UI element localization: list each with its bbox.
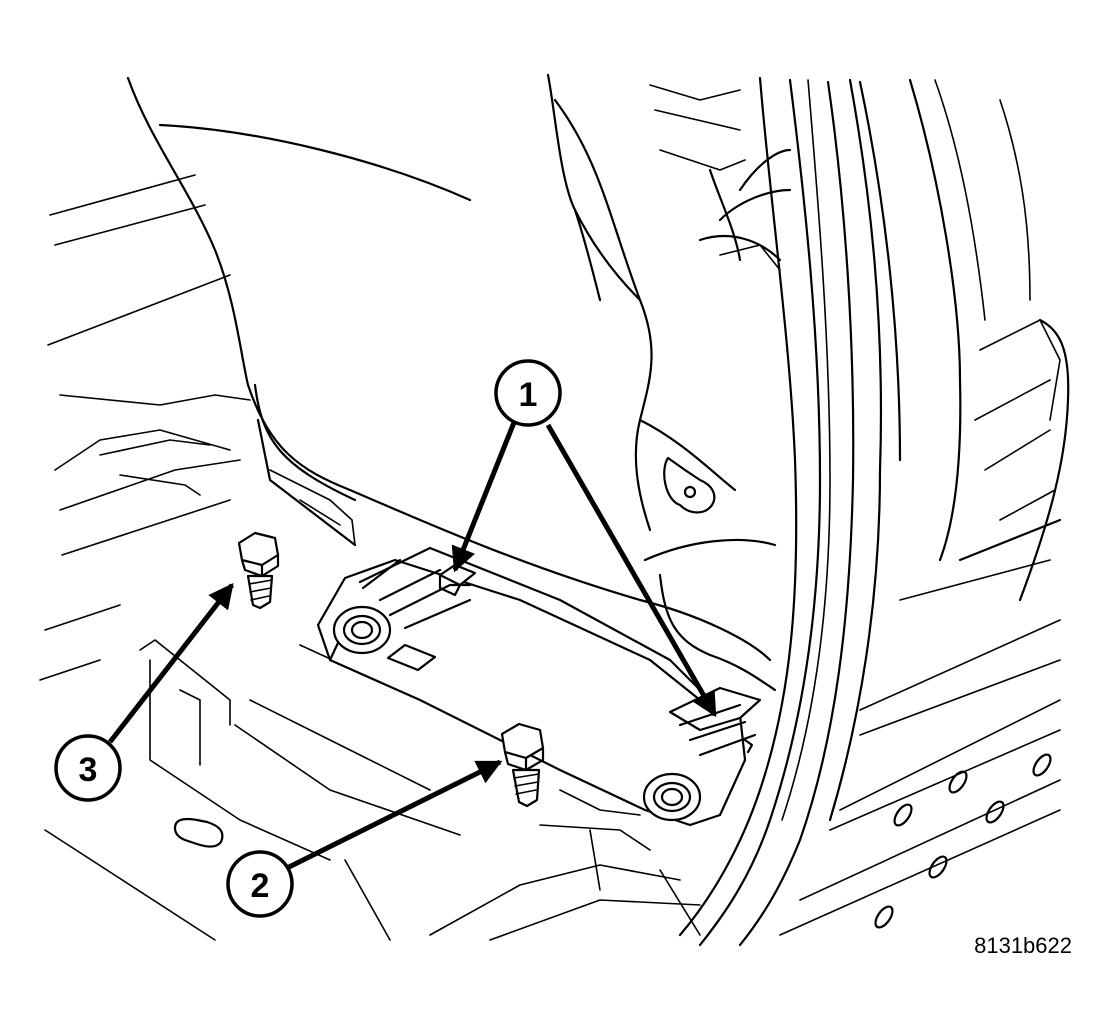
leader-2-to-bolt — [285, 759, 503, 871]
bolt-2 — [500, 722, 545, 808]
seat-shell — [126, 73, 777, 727]
callout-1-label: 1 — [519, 376, 538, 414]
callout-2: 2 — [226, 850, 294, 918]
floor-slot-left — [173, 817, 224, 848]
figure-id: 8131b622 — [974, 933, 1072, 958]
leader-1-to-right-track — [545, 423, 718, 718]
seat-riser — [316, 546, 762, 827]
bolt-hole-left — [332, 605, 392, 655]
callout-1: 1 — [494, 359, 562, 427]
leader-3-to-bolt — [108, 583, 234, 744]
upper-right-interior — [649, 84, 792, 271]
callout-3-label: 3 — [79, 751, 98, 789]
callout-2-label: 2 — [251, 867, 270, 905]
leader-lines — [108, 419, 718, 871]
bolt-hole-right — [642, 772, 702, 822]
bolt-3 — [237, 531, 280, 610]
leader-1-to-left-track — [451, 419, 518, 573]
callout-3: 3 — [54, 734, 122, 802]
door-pillar — [678, 76, 1070, 947]
